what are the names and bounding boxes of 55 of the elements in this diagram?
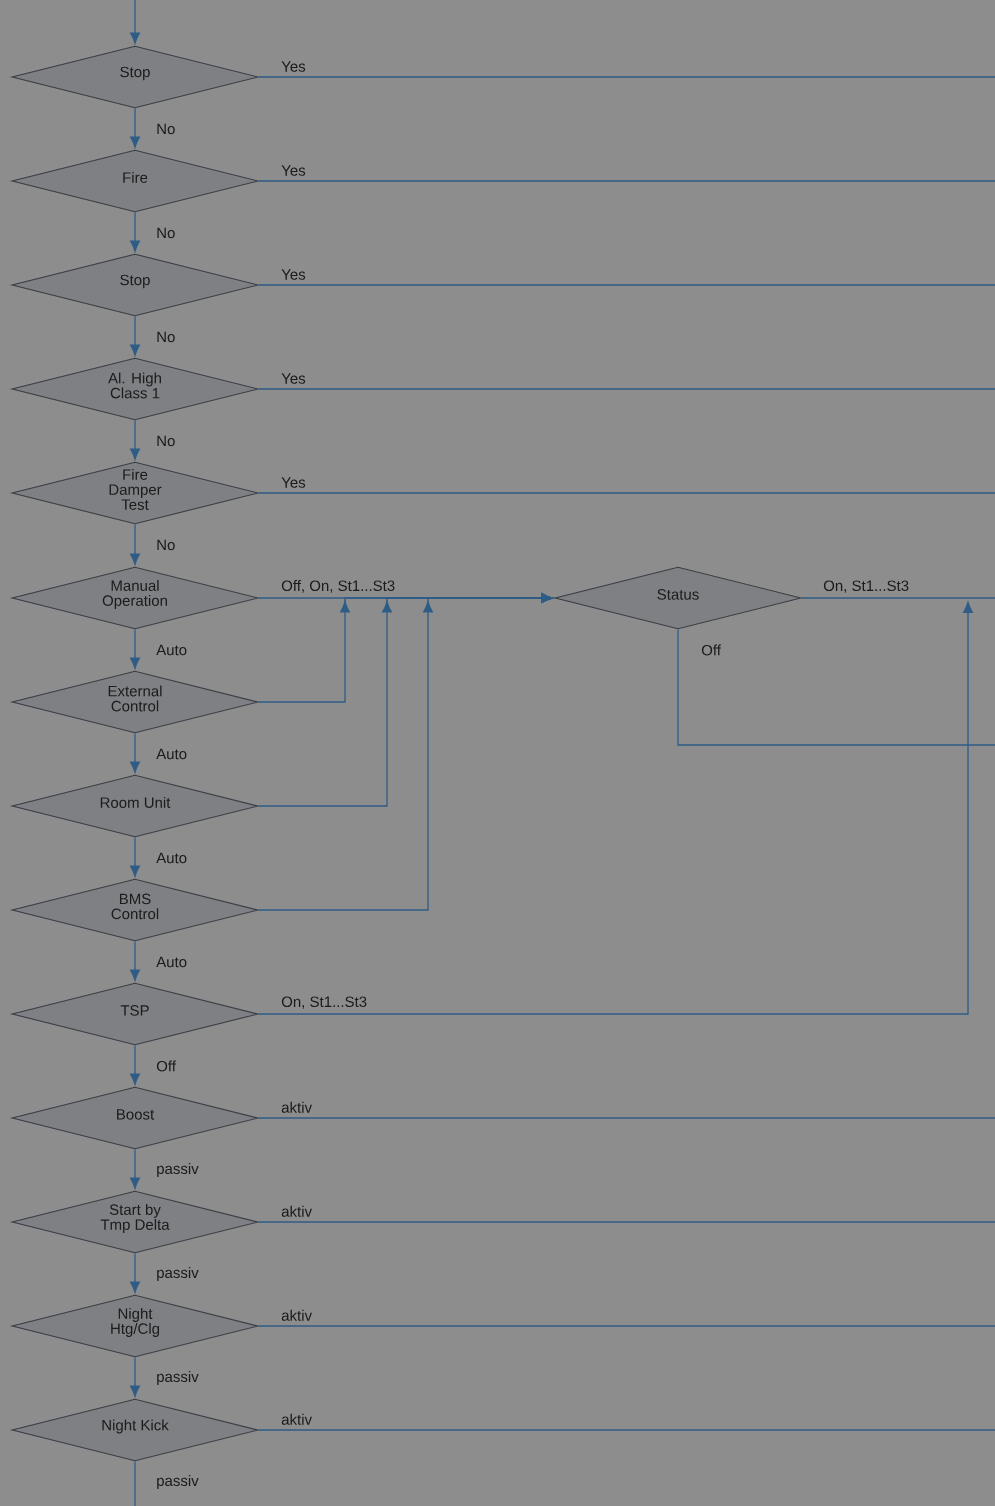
- connector-line: [257, 1429, 995, 1431]
- edge-label: passiv: [157, 1267, 199, 1281]
- edge-label: No: [157, 539, 175, 551]
- arrow: [130, 836, 140, 877]
- edge-label: No: [157, 227, 175, 239]
- edge-label: No: [157, 435, 175, 447]
- edge-label: On, St1...St3: [823, 580, 909, 593]
- arrow: [130, 1356, 140, 1397]
- edge-label: Off, On, St1...St3: [281, 580, 395, 593]
- arrow: [130, 628, 140, 669]
- connector-line: [257, 1221, 995, 1223]
- edge-label: aktiv: [281, 1413, 312, 1425]
- arrow: [130, 211, 140, 252]
- edge-label: On, St1...St3: [281, 996, 367, 1009]
- arrow: [130, 0, 140, 44]
- edge-label: aktiv: [281, 1205, 312, 1217]
- arrow: [257, 601, 973, 1015]
- edge-label: Auto: [156, 748, 187, 760]
- connector-line: [257, 492, 995, 494]
- edge-label: aktiv: [281, 1309, 312, 1321]
- arrow: [130, 523, 140, 565]
- edge-label: passiv: [157, 1475, 199, 1489]
- arrow: [130, 940, 140, 981]
- arrow: [257, 593, 553, 911]
- edge-label: Yes: [281, 61, 306, 72]
- arrow: [130, 1252, 140, 1293]
- arrow: [130, 1148, 140, 1189]
- arrow: [130, 419, 140, 460]
- connector-line: [800, 597, 995, 599]
- edge-label: Auto: [156, 956, 187, 968]
- edge-label: passiv: [157, 1163, 199, 1177]
- edge-label: aktiv: [281, 1101, 312, 1113]
- connector-line: [257, 76, 995, 78]
- edge-label: No: [157, 331, 175, 343]
- edge-label: Off: [701, 644, 721, 656]
- arrow: [130, 107, 140, 148]
- edge-label: Auto: [156, 852, 187, 864]
- connector-line: [257, 1117, 995, 1119]
- edge-label: Auto: [156, 644, 187, 656]
- connector-line: [134, 1460, 136, 1506]
- edge-label: Yes: [281, 165, 306, 176]
- connector-line: [257, 180, 995, 182]
- edge-label: Yes: [281, 477, 306, 488]
- connector-line: [257, 388, 995, 390]
- connector-line: [677, 628, 995, 746]
- arrow: [130, 315, 140, 356]
- edge-label: Yes: [281, 373, 306, 384]
- edge-label: Yes: [281, 269, 306, 280]
- connector-line: [257, 284, 995, 286]
- edge-label: Off: [156, 1060, 176, 1072]
- edge-label: passiv: [157, 1371, 199, 1385]
- arrow: [130, 732, 140, 773]
- connector-line: [257, 1325, 995, 1327]
- arrow: [130, 1044, 140, 1085]
- edge-label: No: [157, 123, 175, 135]
